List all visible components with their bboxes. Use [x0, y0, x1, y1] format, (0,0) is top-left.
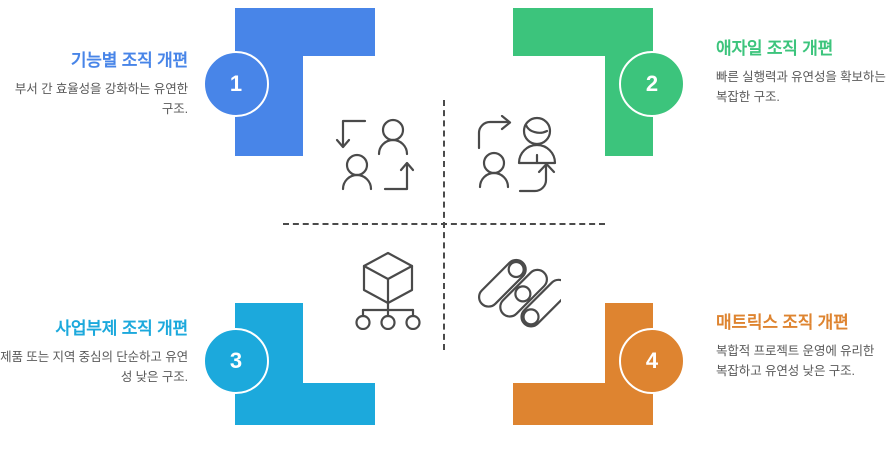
quadrant-badge-1-number: 1 [229, 71, 243, 96]
quadrant-title-1: 기능별 조직 개편 [70, 51, 188, 70]
quadrant-text-1: 기능별 조직 개편 부서 간 효율성을 강화하는 유연한 구조. [8, 50, 188, 119]
quadrant-title-4: 매트릭스 조직 개편 [716, 313, 849, 332]
quadrant-badge-3[interactable]: 3 [203, 328, 269, 394]
quadrant-text-2: 애자일 조직 개편 빠른 실행력과 유연성을 확보하는 복잡한 구조. [716, 38, 886, 107]
quadrant-description-4: 복합적 프로젝트 운영에 유리한 복잡하고 유연성 낮은 구조. [716, 344, 875, 378]
quadrant-badge-1[interactable]: 1 [203, 51, 269, 117]
quadrant-shape-4 [513, 383, 653, 425]
quadrant-badge-2[interactable]: 2 [619, 51, 685, 117]
divider-vertical [443, 100, 445, 350]
quadrant-badge-3-number: 3 [229, 348, 243, 373]
diagonal-sliders-icon [477, 250, 561, 330]
quadrant-title-3: 사업부제 조직 개편 [55, 319, 188, 338]
people-swap-icon [473, 115, 565, 195]
quadrant-description-3: 제품 또는 지역 중심의 단순하고 유연성 낮은 구조. [0, 350, 188, 384]
cube-hierarchy-icon [349, 250, 427, 330]
quadrant-badge-4[interactable]: 4 [619, 328, 685, 394]
quadrant-text-3: 사업부제 조직 개편 제품 또는 지역 중심의 단순하고 유연성 낮은 구조. [0, 318, 188, 387]
quadrant-description-2: 빠른 실행력과 유연성을 확보하는 복잡한 구조. [716, 70, 886, 104]
quadrant-description-1: 부서 간 효율성을 강화하는 유연한 구조. [14, 82, 188, 116]
quadrant-shape-3 [235, 383, 375, 425]
quadrant-badge-4-number: 4 [645, 348, 659, 373]
people-rotate-icon [330, 115, 420, 195]
quadrant-title-2: 애자일 조직 개편 [716, 39, 834, 58]
quadrant-text-4: 매트릭스 조직 개편 복합적 프로젝트 운영에 유리한 복잡하고 유연성 낮은 … [716, 312, 888, 381]
quadrant-badge-2-number: 2 [645, 71, 659, 96]
divider-horizontal [283, 223, 605, 225]
quadrant-shape-2 [513, 8, 653, 56]
quadrant-shape-1 [235, 8, 375, 56]
